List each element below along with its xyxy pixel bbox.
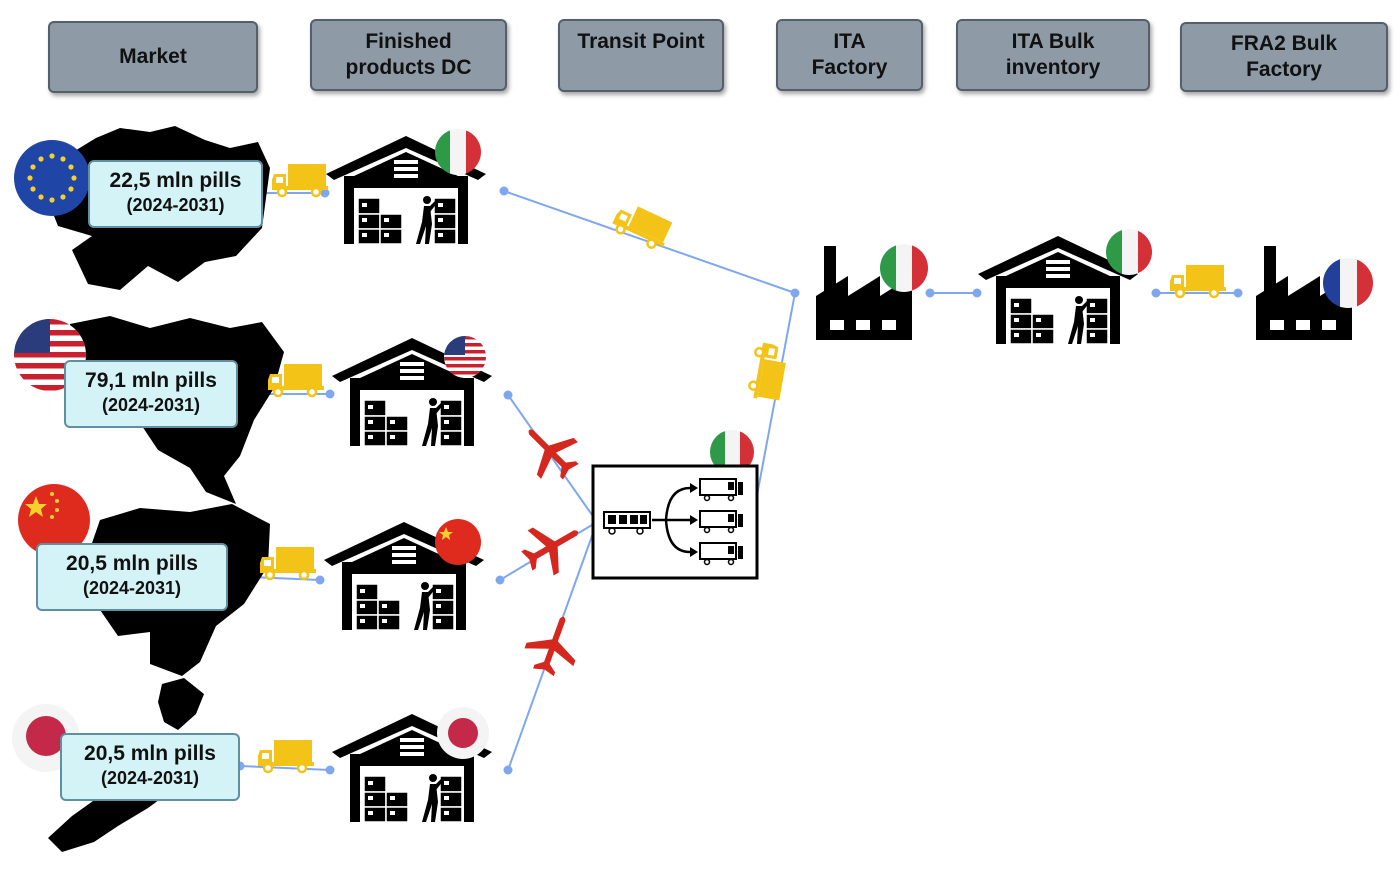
market-demand-eu: 22,5 mln pills (2024-2031) xyxy=(88,160,263,228)
truck-icon xyxy=(746,340,790,404)
us-flag-icon xyxy=(444,336,486,378)
japan-map-icon xyxy=(48,678,204,852)
market-demand-us: 79,1 mln pills (2024-2031) xyxy=(64,360,238,428)
demand-period: (2024-2031) xyxy=(82,578,182,598)
italy-flag-icon xyxy=(1106,229,1152,275)
header-transit-point: Transit Point xyxy=(558,19,724,92)
china-flag-icon xyxy=(435,519,481,565)
italy-flag-icon xyxy=(435,129,481,175)
demand-value: 20,5 mln pills xyxy=(66,552,198,575)
china-flag-icon xyxy=(18,484,90,556)
italy-flag-icon xyxy=(710,430,754,474)
header-ita-factory: ITA Factory xyxy=(776,19,923,91)
demand-value: 79,1 mln pills xyxy=(85,369,217,392)
market-demand-japan: 20,5 mln pills (2024-2031) xyxy=(60,733,240,801)
eu-flag-icon xyxy=(14,140,90,216)
header-market: Market xyxy=(48,21,258,93)
truck-icon xyxy=(608,198,676,254)
market-demand-china: 20,5 mln pills (2024-2031) xyxy=(36,543,228,611)
demand-period: (2024-2031) xyxy=(101,395,201,415)
header-fra2-bulk-factory: FRA2 Bulk Factory xyxy=(1180,22,1388,92)
italy-flag-icon xyxy=(880,244,928,292)
header-finished-products-dc: Finished products DC xyxy=(310,19,507,91)
france-flag-icon xyxy=(1323,258,1373,308)
truck-icon xyxy=(270,162,330,198)
demand-value: 20,5 mln pills xyxy=(84,742,216,765)
header-ita-bulk-inventory: ITA Bulk inventory xyxy=(956,19,1150,91)
demand-period: (2024-2031) xyxy=(100,768,200,788)
demand-value: 22,5 mln pills xyxy=(109,169,242,192)
demand-period: (2024-2031) xyxy=(126,195,225,215)
plane-icon xyxy=(518,607,589,682)
japan-flag-icon xyxy=(437,707,489,759)
plane-icon xyxy=(510,411,590,491)
transit-hub-icon xyxy=(591,464,759,580)
